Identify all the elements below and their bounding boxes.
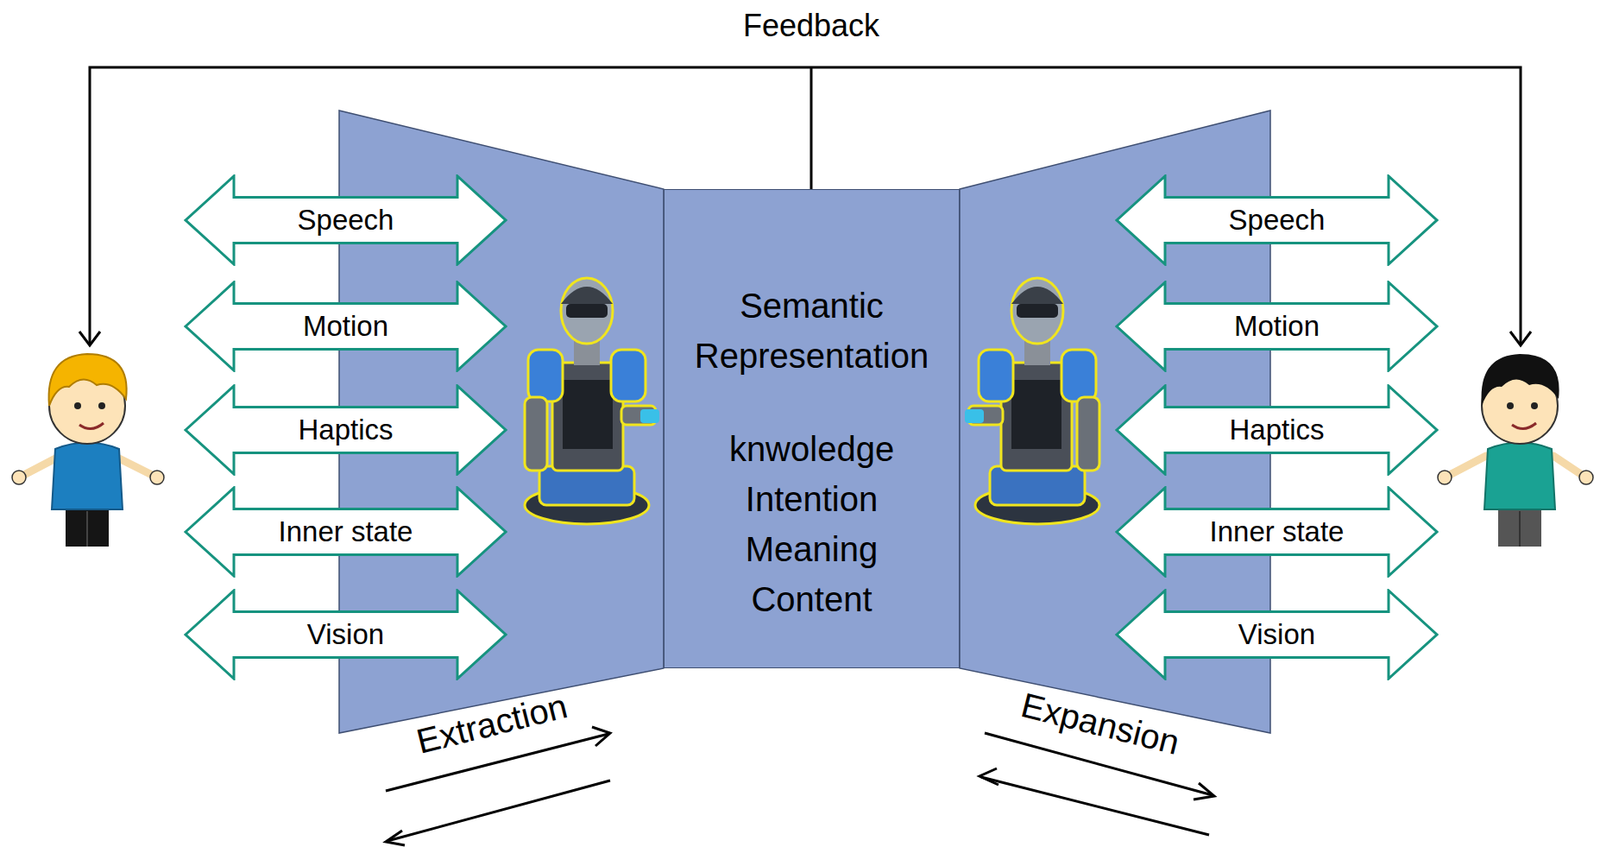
double-arrow-outline [185,590,506,679]
person-left [12,353,164,547]
double-arrow-outline [1116,385,1437,474]
modality-double-arrow: Vision [1114,588,1439,681]
robot-left-part [611,349,646,402]
modality-label: Speech [297,204,395,236]
robot-left-part [539,466,635,505]
box-body: knwoledge Intention Meaning Content [704,423,920,624]
modality-double-arrow: Motion [183,280,508,372]
semantic-box: Semantic Representation knwoledge Intenti… [663,188,960,668]
robot-right-part [989,466,1085,505]
modality-double-arrow: Speech [1114,174,1439,266]
person-left-part [74,402,82,410]
robot-right-part [1011,277,1064,344]
modality-label: Speech [1228,204,1326,236]
modality-label: Haptics [297,414,393,446]
double-arrow-outline [1116,487,1437,576]
person-right-part [1498,504,1542,547]
person-right-part [1511,422,1537,429]
person-left-part [49,353,127,406]
double-arrow-outline [185,176,506,265]
robot-left-part [528,349,563,402]
robot-left-part [566,303,608,318]
double-arrow-outline [185,282,506,371]
extraction-arrows-part [387,780,611,841]
modality-double-arrow: Speech [183,174,508,266]
person-left-part [86,510,89,547]
robot-left-part [562,379,613,449]
double-arrow-outline [1116,176,1437,265]
double-arrow-outline [185,487,506,576]
robot-right-part [978,349,1014,402]
person-right-part [1518,510,1521,547]
modality-double-arrow: Motion [1114,280,1439,372]
modality-double-arrow: Inner state [183,485,508,578]
feedback-label: Feedback [739,8,883,44]
box-heading: Semantic Representation [682,280,942,381]
modality-double-arrow: Haptics [1114,384,1439,476]
double-arrow-outline [1116,590,1437,679]
robot-right-part [1077,396,1100,471]
robot-right-part [1011,286,1064,304]
modality-label: Inner state [1209,516,1345,548]
double-arrow-outline [1116,282,1437,371]
expansion-arrows-part [981,776,1210,835]
robot-left-part [640,409,660,423]
expansion-arrows [979,732,1215,835]
modality-double-arrow: Inner state [1114,485,1439,578]
modality-double-arrow: Vision [183,588,508,681]
feedback-line-part [1510,331,1531,346]
person-left-part [65,504,109,547]
person-right-part [1506,402,1514,410]
modality-label: Vision [307,618,385,650]
robot-right-part [1011,379,1062,449]
robot-left-part [560,277,613,344]
person-left-part [12,470,26,485]
robot-right [964,277,1100,524]
person-left-part [150,470,164,485]
person-right-part [1446,455,1487,477]
modality-label: Vision [1238,618,1316,650]
robot-left-part [560,286,613,304]
double-arrow-outline [185,385,506,474]
person-left-part [79,422,104,429]
person-left-part [51,442,123,511]
person-right-part [1484,442,1556,511]
robot-right-part [1061,349,1097,402]
expansion-arrows-part [1193,782,1215,800]
person-right [1437,353,1594,547]
feedback-line-part [810,67,813,189]
extraction-arrows-part [385,830,405,845]
modality-label: Inner state [278,516,414,548]
robot-right-part [1016,303,1059,318]
expansion-arrows-part [979,768,999,785]
person-right-part [1530,402,1538,410]
robot-left-part [524,396,548,471]
person-left-part [98,402,106,410]
modality-double-arrow: Haptics [183,384,508,476]
modality-label: Motion [1234,310,1320,342]
extraction-arrows-part [592,726,611,746]
person-right-part [1481,353,1560,406]
robot-right-part [964,409,984,423]
person-right-part [1579,470,1594,485]
modality-label: Motion [302,310,389,342]
feedback-line-part [79,331,101,346]
person-right-part [1437,470,1452,485]
modality-label: Haptics [1228,414,1324,446]
robot-left [524,277,660,524]
